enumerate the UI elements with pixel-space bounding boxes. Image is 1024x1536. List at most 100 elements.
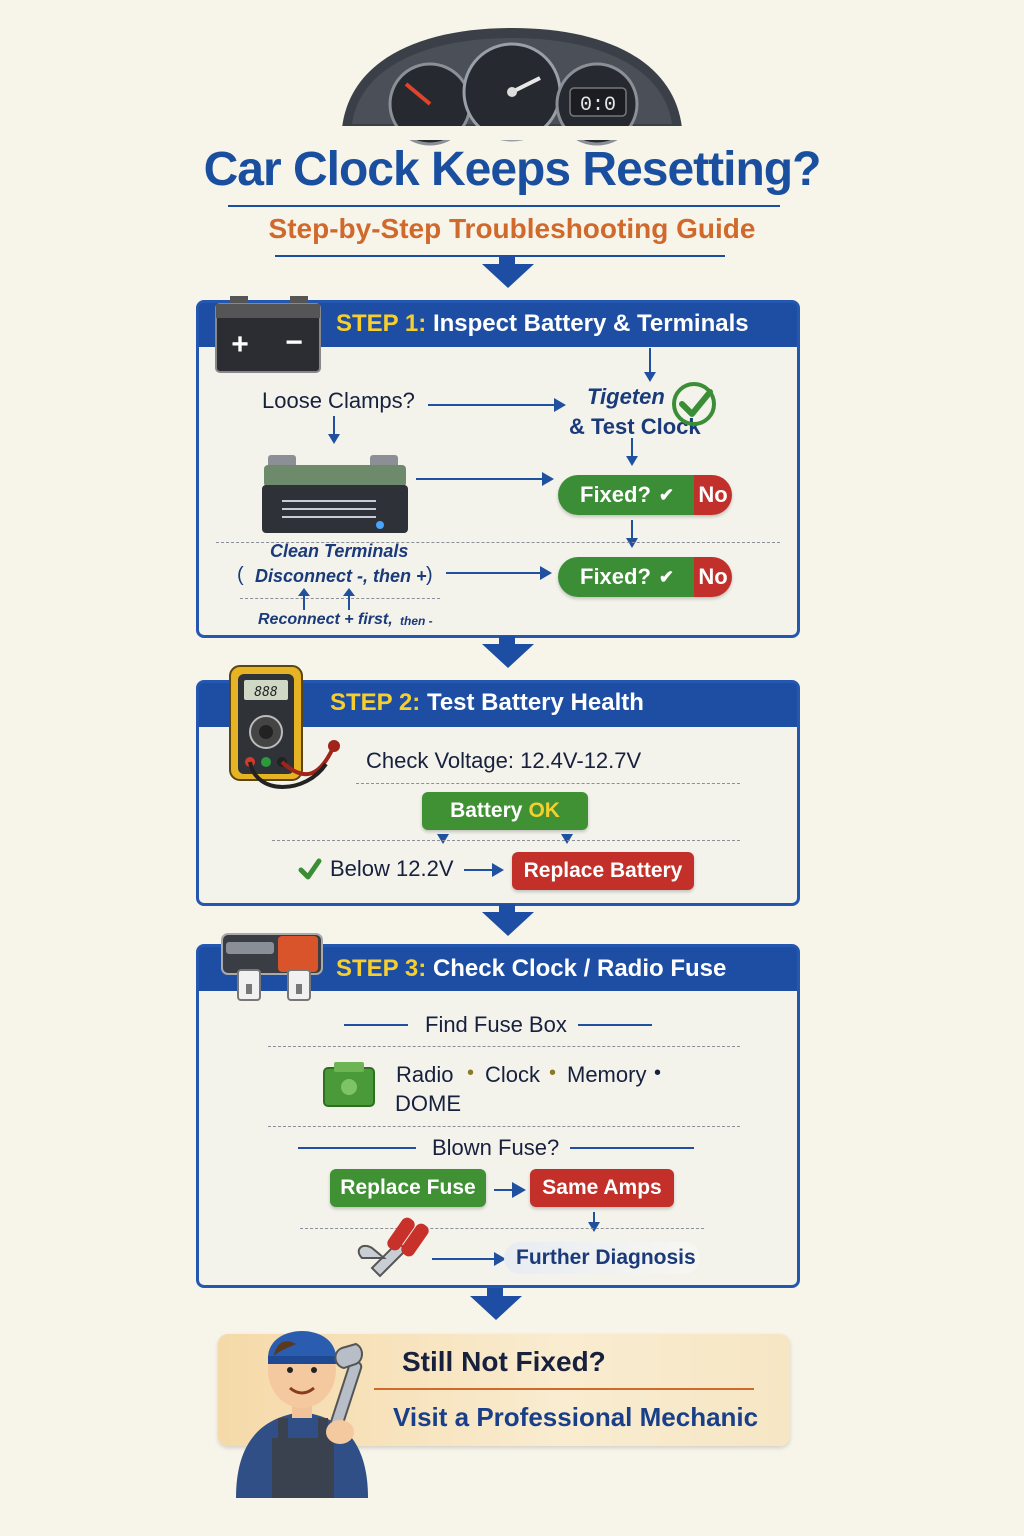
checkmark-icon [672,382,716,426]
paren-open: ( [237,564,244,586]
divider [240,598,440,599]
arrow-below-to-replace [464,869,494,871]
reconnect-tail-text: then - [400,614,433,628]
visit-mechanic-text: Visit a Professional Mechanic [393,1402,759,1432]
fuse-memory: Memory [567,1062,647,1087]
fuse-radio: Radio [396,1062,454,1087]
check-icon: ✔ [658,484,674,505]
find-fuse-rule-right [578,1024,652,1026]
further-diagnosis-chip[interactable] [504,1242,700,1274]
dashboard-gauges-icon: 0:0 [330,28,694,146]
arrow-clean-to-fixed [446,572,542,574]
arrow-pliers-to-diagnosis [432,1258,496,1260]
down-arrow-icon [482,636,534,668]
mechanic-illustration [236,1331,368,1498]
fixed-no-pill-1[interactable]: Fixed? ✔ No [558,475,732,515]
down-arrow-small-icon [328,416,340,444]
arrowhead-icon [540,566,552,580]
divider [300,1228,704,1229]
reconnect-text: Reconnect + first, [258,611,393,628]
blown-fuse-text: Blown Fuse? [432,1135,560,1160]
replace-fuse-button[interactable]: Replace Fuse [330,1169,486,1207]
divider [216,542,780,543]
multimeter-icon: 888 [229,665,340,789]
fuse-icon [221,933,323,1001]
down-arrow-small-icon [588,1212,600,1232]
fixed-label: Fixed? [580,482,651,507]
check-voltage-text: Check Voltage: 12.4V-12.7V [366,748,642,773]
car-battery-illustration [262,455,408,533]
divider [268,1126,740,1127]
subtitle-underline [275,255,725,257]
down-arrow-small-icon [644,348,656,382]
divider [356,783,740,784]
battery-ok-button[interactable]: Battery OK [422,792,588,830]
bullet-dot: • [467,1062,475,1084]
step1-title-text: Inspect Battery & Terminals [432,310,749,337]
bullet-dot: • [654,1062,662,1084]
clean-terminals-text: Clean Terminals [270,541,409,561]
arrowhead-icon [512,1182,526,1198]
disconnect-text: Disconnect -, then + [255,566,427,586]
no-label: No [698,482,728,507]
arrowhead-icon [494,1252,506,1266]
down-arrow-small-icon [626,520,638,548]
callout-rule [374,1388,754,1390]
up-arrow-small-icon [343,588,355,610]
bullet-dot: • [549,1062,557,1084]
step2-title-text: Test Battery Health [426,689,644,716]
blown-fuse-rule-left [298,1147,416,1149]
check-icon: ✔ [658,566,674,587]
svg-text:−: − [285,326,303,359]
no-label: No [698,564,728,589]
divider [268,1046,740,1047]
below-voltage-text: Below 12.2V [330,856,454,881]
battery-ok-prefix: Battery [450,799,523,822]
arrowhead-icon [554,398,566,412]
same-amps-button[interactable]: Same Amps [530,1169,674,1207]
down-arrow-small-icon [437,834,449,844]
arrowhead-icon [492,863,504,877]
arrow-battery-to-fixed [416,478,544,480]
page-subtitle: Step-by-Step Troubleshooting Guide [268,213,756,244]
checkmark-icon [298,858,322,880]
further-diagnosis-text: Further Diagnosis [516,1246,696,1269]
down-arrow-icon [482,256,534,288]
paren-close: ) [426,564,433,586]
step3-title-text: Check Clock / Radio Fuse [432,955,727,982]
step2-title: STEP 2: Test Battery Health [330,689,644,717]
fixed-label: Fixed? [580,564,651,589]
up-arrow-small-icon [298,588,310,610]
arrow-loose-to-tighten [428,404,556,406]
svg-text:0:0: 0:0 [580,94,616,117]
find-fuse-rule-left [344,1024,408,1026]
step2-number: STEP 2: [330,689,421,716]
down-arrow-icon [470,1288,522,1320]
svg-text:+: + [231,328,249,361]
title-underline [228,205,780,207]
step1-title: STEP 1: Inspect Battery & Terminals [336,310,749,338]
page-title: Car Clock Keeps Resetting? [203,143,822,196]
fuse-clock: Clock [485,1062,541,1087]
fuse-dome: DOME [395,1091,461,1116]
battery-ok-suffix: OK [528,799,560,822]
loose-clamps-text: Loose Clamps? [262,388,415,413]
tighten-text-line1: Tigeten [587,384,665,409]
arrow-replace-to-amps [494,1189,514,1191]
down-arrow-small-icon [626,438,638,466]
svg-text:888: 888 [254,685,278,700]
arrowhead-icon [542,472,554,486]
fixed-no-pill-2[interactable]: Fixed? ✔ No [558,557,732,597]
divider [272,840,740,841]
blown-fuse-rule-right [570,1147,694,1149]
still-not-fixed-text: Still Not Fixed? [402,1346,606,1377]
down-arrow-small-icon [561,834,573,844]
battery-icon: + − [215,296,321,373]
replace-battery-button[interactable]: Replace Battery [512,852,694,890]
find-fuse-box-text: Find Fuse Box [425,1012,567,1037]
pliers-icon [357,1217,429,1278]
money-fuse-box-icon [323,1062,375,1107]
down-arrow-icon [482,904,534,936]
step3-title: STEP 3: Check Clock / Radio Fuse [336,955,726,983]
